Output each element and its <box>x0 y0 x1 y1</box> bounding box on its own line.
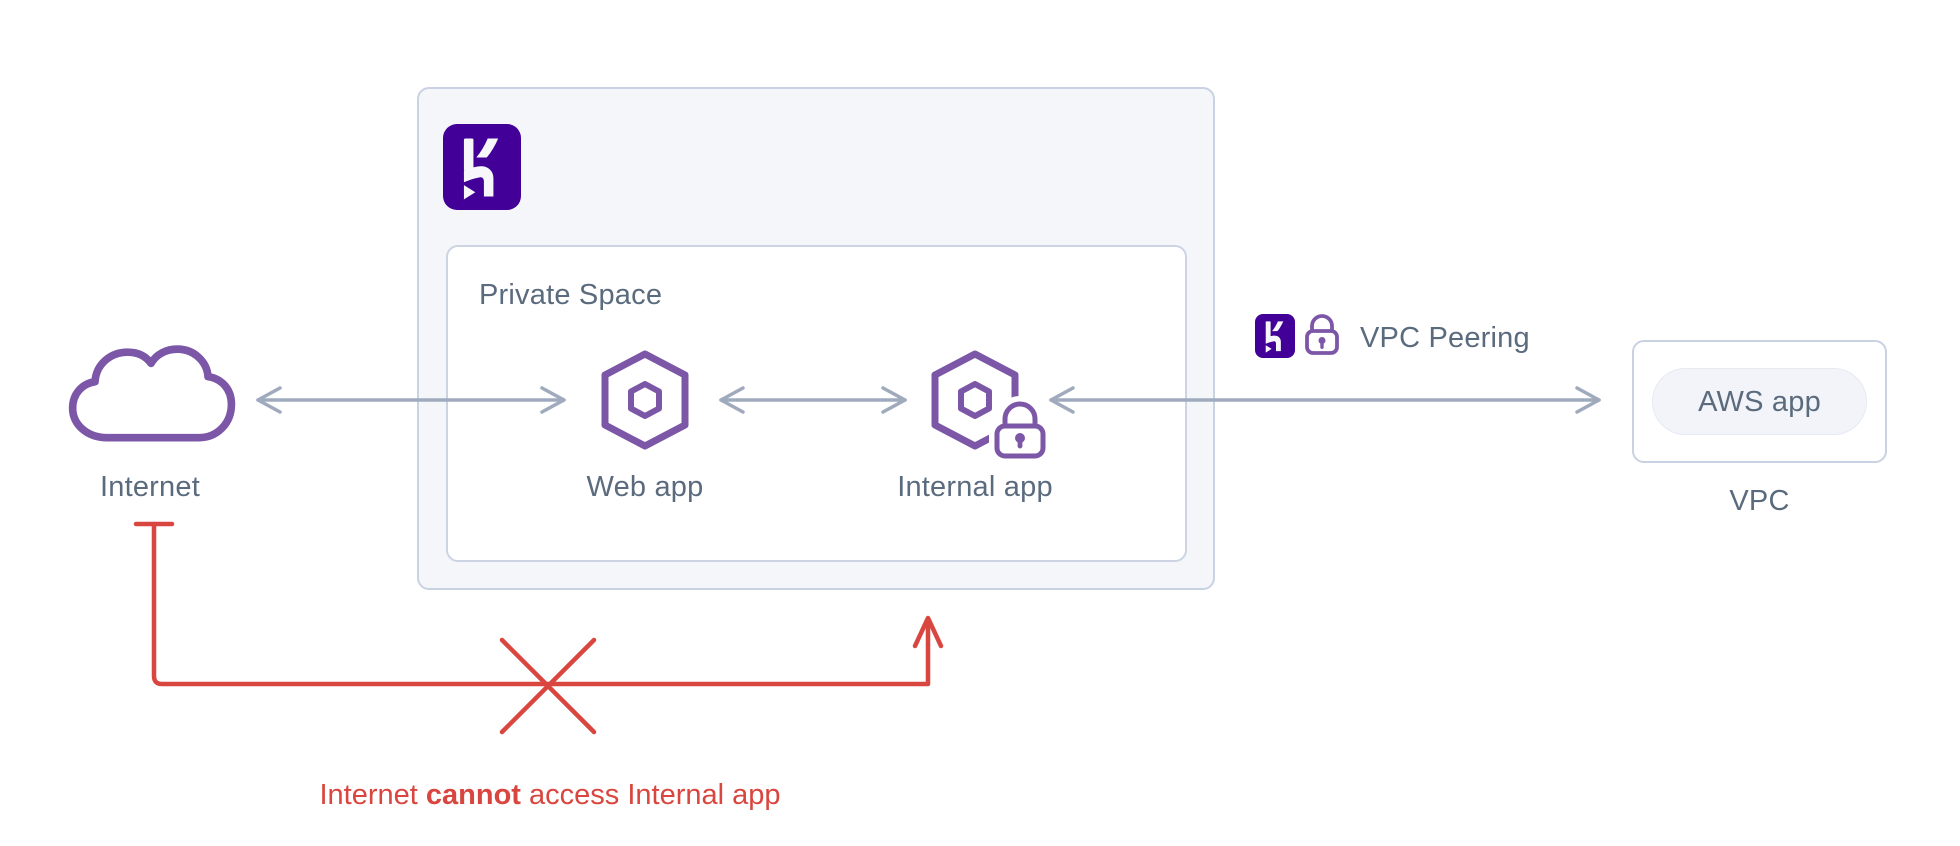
arrow-webapp-internalapp-icon <box>719 386 907 414</box>
hexagon-app-lock-icon <box>931 350 1051 464</box>
vpc-label: VPC <box>1729 485 1790 517</box>
aws-app-label: AWS app <box>1698 385 1821 418</box>
internal-app-label: Internal app <box>897 471 1053 503</box>
aws-app-pill: AWS app <box>1652 368 1867 435</box>
private-space-title: Private Space <box>479 279 663 311</box>
padlock-icon <box>994 401 1046 459</box>
blocked-access-caption: Internet cannot access Internal app <box>250 778 850 812</box>
caption-prefix: Internet <box>319 779 426 811</box>
caption-suffix: access Internal app <box>520 779 781 811</box>
internet-label: Internet <box>100 471 200 503</box>
arrow-internalapp-awsapp-icon <box>1049 386 1601 414</box>
heroku-logo-mini-icon <box>1255 314 1295 358</box>
vpc-peering-label: VPC Peering <box>1360 322 1530 354</box>
heroku-logo-icon <box>443 124 521 210</box>
hexagon-app-icon <box>601 350 689 450</box>
cloud-icon <box>68 345 236 442</box>
cross-icon <box>499 637 597 735</box>
web-app-label: Web app <box>586 471 704 503</box>
arrow-internet-webapp-icon <box>256 386 566 414</box>
up-arrowhead-icon <box>912 615 944 649</box>
padlock-icon <box>1305 314 1339 355</box>
private-space-box <box>446 245 1187 562</box>
caption-bold: cannot <box>425 779 521 811</box>
